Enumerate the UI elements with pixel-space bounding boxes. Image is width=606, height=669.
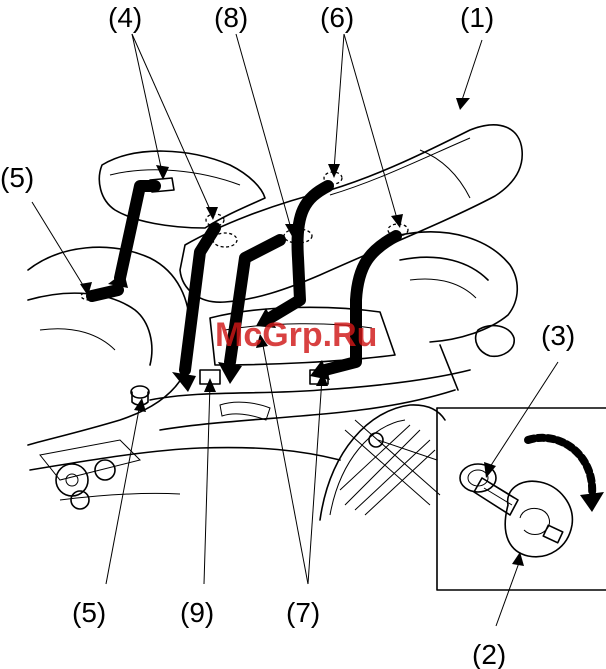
- callout-3: (3): [541, 320, 575, 351]
- callout-5-bottom: (5): [72, 597, 106, 628]
- motorcycle-body: [28, 232, 517, 520]
- callout-2: (2): [472, 639, 506, 669]
- key-detail-inset: [369, 408, 606, 590]
- rear-wheel: [320, 405, 445, 520]
- engine-detail: [40, 440, 140, 509]
- callout-4: (4): [108, 2, 142, 33]
- callout-6: (6): [320, 2, 354, 33]
- callout-9: (9): [180, 597, 214, 628]
- callout-7: (7): [286, 597, 320, 628]
- seat-lock: [369, 433, 383, 447]
- watermark-text: McGrp.Ru: [215, 316, 377, 354]
- callout-5-top: (5): [0, 162, 34, 193]
- arrow-head-icon: [172, 372, 196, 392]
- callout-8: (8): [214, 2, 248, 33]
- callout-1: (1): [460, 2, 494, 33]
